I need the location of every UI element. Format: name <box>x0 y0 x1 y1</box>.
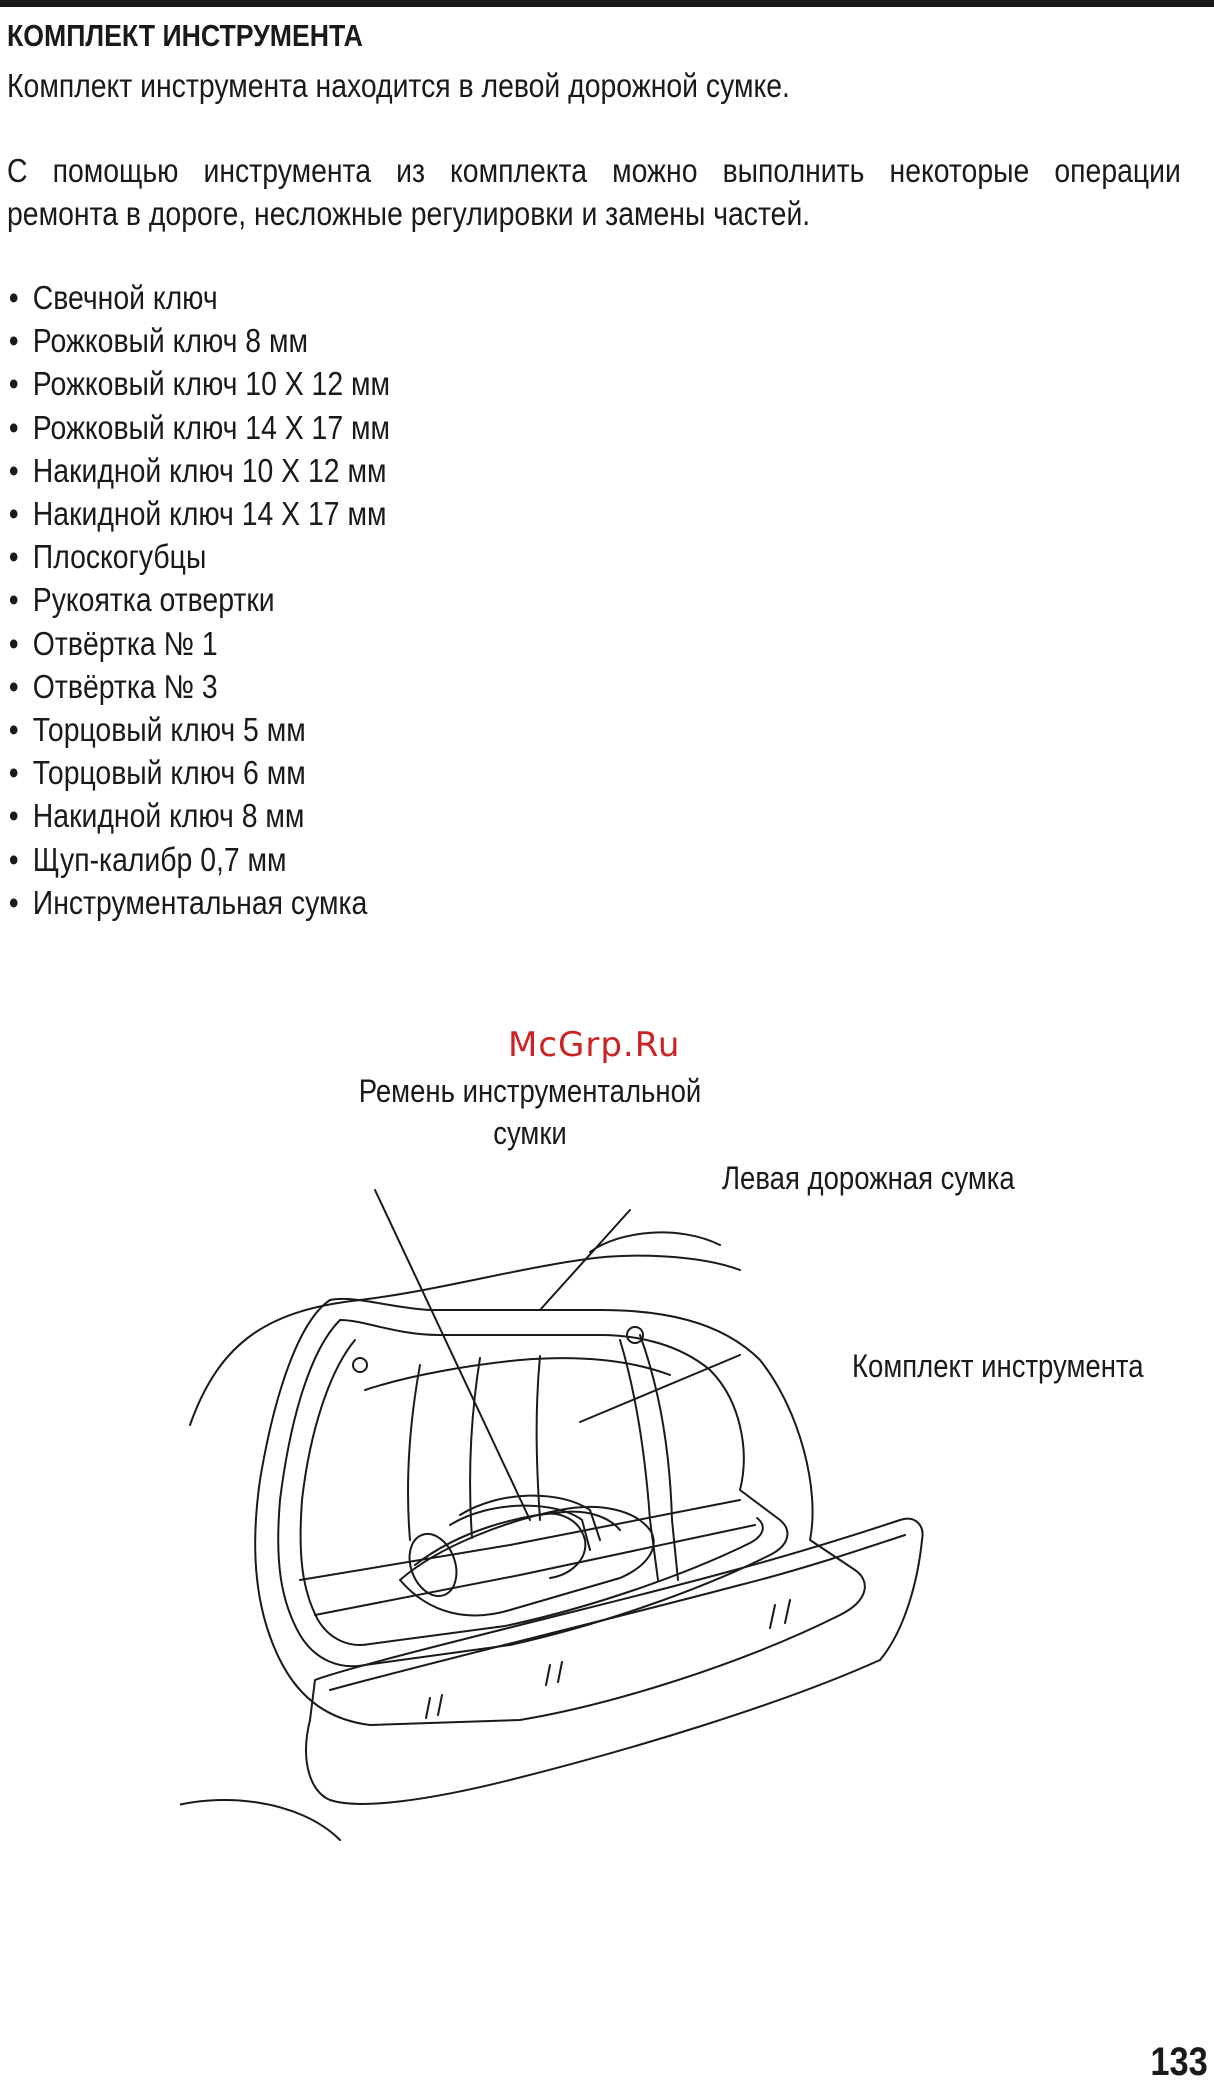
bullet: • <box>8 538 19 576</box>
list-item: • Накидной ключ 14 X 17 мм <box>7 492 390 535</box>
bullet: • <box>8 883 19 921</box>
list-item: • Рукоятка отвертки <box>7 578 390 621</box>
bullet: • <box>8 581 19 619</box>
list-item: • Торцовый ключ 5 мм <box>7 708 390 751</box>
list-item-text: Рожковый ключ 8 мм <box>32 322 308 360</box>
bullet: • <box>8 797 19 835</box>
list-item: • Свечной ключ <box>7 276 390 319</box>
lid-hinge-strut <box>619 1339 659 1581</box>
callout-left-saddlebag: Левая дорожная сумка <box>722 1160 1015 1196</box>
motorcycle-lower-outline <box>180 1799 341 1841</box>
list-item-text: Отвёртка № 3 <box>32 667 218 705</box>
hinge-bolt <box>626 1326 644 1344</box>
list-item-text: Накидной ключ 14 X 17 мм <box>32 495 387 533</box>
saddlebag-illustration <box>180 1189 924 1841</box>
list-item-text: Накидной ключ 8 мм <box>32 797 305 835</box>
lid-latch <box>425 1599 791 1719</box>
list-item: • Отвёртка № 3 <box>7 665 390 708</box>
callout-tool-kit: Комплект инструмента <box>852 1348 1144 1384</box>
list-item-text: Инструментальная сумка <box>32 883 368 921</box>
list-item-text: Отвёртка № 1 <box>32 624 218 662</box>
motorcycle-body-outline <box>189 1254 741 1426</box>
hinge-bolt <box>352 1357 368 1373</box>
watermark: McGrp.Ru <box>508 1025 681 1065</box>
list-item: • Торцовый ключ 6 мм <box>7 751 390 794</box>
tool-kit-pouch-end <box>408 1533 458 1597</box>
bag-interior-ribs <box>407 1355 541 1541</box>
bullet: • <box>8 408 19 446</box>
intro-paragraph: Комплект инструмента находится в левой д… <box>7 67 790 104</box>
motorcycle-rear-outline <box>589 1231 721 1253</box>
list-item: • Отвёртка № 1 <box>7 622 390 665</box>
tool-kit-pouch-roll <box>539 1512 587 1579</box>
bullet: • <box>8 322 19 360</box>
callout-leader-strap <box>374 1189 531 1521</box>
list-item: • Щуп-калибр 0,7 мм <box>7 838 390 881</box>
bullet: • <box>8 365 19 403</box>
bullet: • <box>8 667 19 705</box>
bullet: • <box>8 711 19 749</box>
list-item-text: Торцовый ключ 5 мм <box>32 711 306 749</box>
top-rule <box>0 0 1214 7</box>
callout-leader-toolkit <box>579 1354 741 1423</box>
list-item-text: Свечной ключ <box>32 279 218 316</box>
list-item: • Рожковый ключ 14 X 17 мм <box>7 406 390 449</box>
saddlebag-lid-inner-edge <box>329 1534 906 1691</box>
tool-kit-pouch-flap <box>414 1510 621 1566</box>
description-line-2: ремонта в дороге, несложные регулировки … <box>7 195 811 232</box>
lid-hinge-strut <box>639 1334 679 1581</box>
saddlebag-lid <box>305 1517 924 1805</box>
bullet: • <box>8 754 19 792</box>
tool-bag-strap <box>449 1504 591 1551</box>
callout-strap-line-2: сумки <box>493 1115 567 1151</box>
list-item-text: Торцовый ключ 6 мм <box>32 754 306 792</box>
bag-interior-wall <box>364 1357 671 1391</box>
list-item-text: Накидной ключ 10 X 12 мм <box>32 451 387 489</box>
list-item-text: Рожковый ключ 14 X 17 мм <box>32 408 391 446</box>
bag-interior-floor <box>299 1499 741 1581</box>
list-item: • Плоскогубцы <box>7 535 390 578</box>
bag-interior-floor-edge <box>314 1524 756 1616</box>
section-heading: КОМПЛЕКТ ИНСТРУМЕНТА <box>7 18 363 53</box>
list-item-text: Плоскогубцы <box>32 538 207 576</box>
bullet: • <box>8 495 19 533</box>
list-item: • Накидной ключ 10 X 12 мм <box>7 449 390 492</box>
list-item: • Накидной ключ 8 мм <box>7 794 390 837</box>
bullet: • <box>8 279 19 316</box>
list-item-text: Рожковый ключ 10 X 12 мм <box>32 365 391 403</box>
description-paragraph: С помощью инструмента из комплекта можно… <box>7 149 1181 235</box>
bullet: • <box>8 840 19 878</box>
bullet: • <box>8 624 19 662</box>
list-item: • Инструментальная сумка <box>7 881 390 924</box>
saddlebag-shell <box>254 1297 866 1726</box>
tool-bag-strap <box>459 1494 601 1541</box>
page-number: 133 <box>1150 2040 1208 2084</box>
saddlebag-opening-inner <box>299 1339 764 1646</box>
saddlebag-opening-rim <box>277 1319 789 1668</box>
tool-list: • Свечной ключ • Рожковый ключ 8 мм • Рожко… <box>7 276 390 924</box>
callout-leader-saddlebag <box>539 1209 631 1311</box>
bullet: • <box>8 451 19 489</box>
tool-kit-pouch <box>399 1505 655 1617</box>
list-item: • Рожковый ключ 8 мм <box>7 319 390 362</box>
callout-strap-line-1: Ремень инструментальной <box>358 1073 702 1109</box>
callout-tool-bag-strap: Ремень инструментальной сумки <box>341 1070 719 1154</box>
list-item-text: Щуп-калибр 0,7 мм <box>32 840 287 878</box>
list-item: • Рожковый ключ 10 X 12 мм <box>7 362 390 405</box>
description-line-1: С помощью инструмента из комплекта можно… <box>7 152 1181 189</box>
list-item-text: Рукоятка отвертки <box>32 581 275 619</box>
